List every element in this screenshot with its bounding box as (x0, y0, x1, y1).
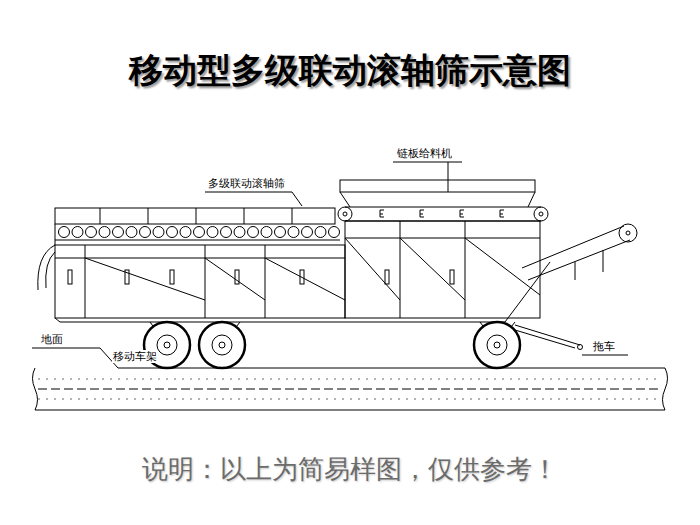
roller (72, 227, 83, 238)
roller (140, 227, 151, 238)
roller (315, 227, 326, 238)
roller (126, 227, 137, 238)
frame (55, 245, 505, 322)
roller (302, 227, 313, 238)
roller (99, 227, 110, 238)
roller (261, 227, 272, 238)
chain-feeder (338, 180, 550, 322)
wheels (144, 322, 583, 368)
part-label: 链板给料机 (396, 147, 453, 160)
roller (221, 227, 232, 238)
roller (275, 227, 286, 238)
roller (113, 227, 124, 238)
title: 移动型多级联动滚轴筛示意图 (0, 48, 700, 94)
caption: 说明：以上为简易样图，仅供参考！ (0, 452, 700, 487)
part-label: 地面 (40, 333, 64, 346)
part-label: 多级联动滚轴筛 (207, 177, 286, 190)
roller (167, 227, 178, 238)
roller (59, 227, 70, 238)
roller (86, 227, 97, 238)
leader-lines (205, 162, 628, 355)
roller (153, 227, 164, 238)
roller (248, 227, 259, 238)
roller-screen (38, 208, 340, 290)
roller (288, 227, 299, 238)
discharge-conveyor (522, 224, 637, 280)
roller (194, 227, 205, 238)
roller (180, 227, 191, 238)
part-label: 拖车 (592, 340, 616, 353)
roller (329, 227, 340, 238)
part-label: 移动车架 (112, 350, 158, 363)
roller (234, 227, 245, 238)
ground (32, 348, 668, 410)
roller (207, 227, 218, 238)
